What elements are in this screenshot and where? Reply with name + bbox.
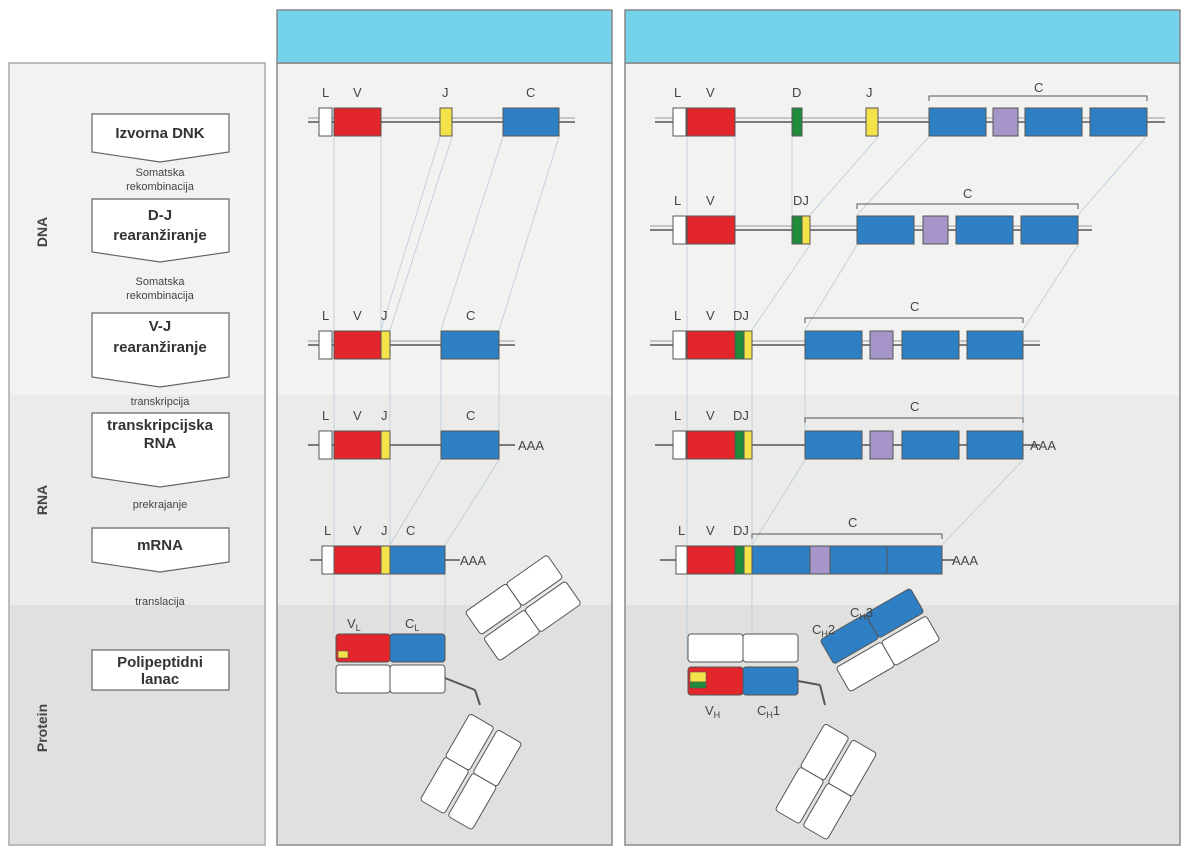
process-label-translation: translacija xyxy=(135,596,185,608)
svg-text:J: J xyxy=(381,523,388,538)
step-box-mrna: mRNA xyxy=(91,527,230,573)
svg-text:L: L xyxy=(674,308,681,323)
svg-text:C: C xyxy=(466,408,475,423)
svg-text:CH3: CH3 xyxy=(850,605,873,622)
svg-text:VH: VH xyxy=(705,703,720,720)
svg-text:J: J xyxy=(442,85,449,100)
step-vj-line1: V-J xyxy=(149,318,172,335)
svg-text:C: C xyxy=(406,523,415,538)
process-label-splicing: prekrajanje xyxy=(133,499,187,511)
light-poly-a-2: AAA xyxy=(460,553,486,568)
light-guide-lines xyxy=(333,136,560,634)
svg-text:C: C xyxy=(466,308,475,323)
svg-text:J: J xyxy=(866,85,873,100)
svg-text:C: C xyxy=(963,186,972,201)
svg-text:DJ: DJ xyxy=(793,193,809,208)
svg-text:C: C xyxy=(910,399,919,414)
step-box-polypeptide: Polipeptidni lanac xyxy=(91,649,230,691)
step-box-dj-rearrangement: D-J rearanžiranje xyxy=(91,198,230,263)
light-row-vj: L V J C xyxy=(308,308,515,360)
svg-text:rekombinacija: rekombinacija xyxy=(126,290,195,302)
process-label-recombination-1: Somatska rekombinacija xyxy=(126,167,195,193)
process-label-transcription: transkripcija xyxy=(131,396,191,408)
svg-text:J: J xyxy=(381,308,388,323)
step-dj-line1: D-J xyxy=(148,207,172,224)
svg-text:V: V xyxy=(706,193,715,208)
svg-text:Somatska: Somatska xyxy=(136,276,186,288)
section-label-protein: Protein xyxy=(34,704,50,752)
svg-text:CH1: CH1 xyxy=(757,703,780,720)
step-poly-line2: lanac xyxy=(141,671,179,688)
light-chain-protein: VL CL xyxy=(335,555,581,830)
svg-text:V: V xyxy=(353,523,362,538)
svg-text:V: V xyxy=(353,308,362,323)
svg-text:L: L xyxy=(324,523,331,538)
heavy-poly-a-2: AAA xyxy=(952,553,978,568)
svg-text:VL: VL xyxy=(347,616,361,633)
step-box-izvorna-dnk: Izvorna DNK xyxy=(91,113,230,163)
heavy-row-mrna: L V DJ C AAA xyxy=(660,515,978,575)
svg-text:mRNA: mRNA xyxy=(137,537,183,554)
svg-text:V: V xyxy=(353,85,362,100)
svg-text:C: C xyxy=(1034,80,1043,95)
svg-text:C: C xyxy=(910,299,919,314)
section-label-dna: DNA xyxy=(34,217,50,247)
step-vj-line2: rearanžiranje xyxy=(113,339,206,356)
svg-text:L: L xyxy=(674,408,681,423)
heavy-row-germline: L V D J C xyxy=(655,80,1165,137)
heavy-chain-protein: VH CH1 CH2 CH3 xyxy=(687,588,940,840)
svg-text:L: L xyxy=(674,193,681,208)
svg-text:rekombinacija: rekombinacija xyxy=(126,181,195,193)
svg-text:V: V xyxy=(706,523,715,538)
svg-text:C: C xyxy=(526,85,535,100)
svg-text:V: V xyxy=(353,408,362,423)
svg-text:J: J xyxy=(381,408,388,423)
svg-text:CH2: CH2 xyxy=(812,622,835,639)
heavy-row-vdj: L V DJ C xyxy=(650,299,1040,360)
heavy-row-dj: L V DJ C xyxy=(650,186,1092,245)
step-trna-line1: transkripcijska xyxy=(107,417,214,434)
process-label-recombination-2: Somatska rekombinacija xyxy=(126,276,195,302)
heavy-row-primary-rna: L V DJ C AAA xyxy=(655,399,1056,460)
step-poly-line1: Polipeptidni xyxy=(117,654,203,671)
light-row-mrna: L V J C AAA xyxy=(310,523,486,575)
svg-text:D: D xyxy=(792,85,801,100)
light-poly-a-1: AAA xyxy=(518,438,544,453)
svg-text:L: L xyxy=(322,85,329,100)
svg-text:V: V xyxy=(706,308,715,323)
step-box-vj-rearrangement: V-J rearanžiranje xyxy=(91,312,230,388)
light-row-germline: L V J C xyxy=(308,85,575,137)
svg-text:C: C xyxy=(848,515,857,530)
svg-text:V: V xyxy=(706,408,715,423)
svg-text:L: L xyxy=(322,308,329,323)
svg-text:CL: CL xyxy=(405,616,419,633)
step-box-transcription-rna: transkripcijska RNA xyxy=(91,412,230,488)
step-trna-line2: RNA xyxy=(144,435,177,452)
svg-text:L: L xyxy=(322,408,329,423)
heavy-chain-header xyxy=(624,9,1181,64)
svg-text:Izvorna DNK: Izvorna DNK xyxy=(115,125,204,142)
svg-text:DJ: DJ xyxy=(733,523,749,538)
step-dj-line2: rearanžiranje xyxy=(113,227,206,244)
section-label-rna: RNA xyxy=(34,485,50,515)
svg-text:L: L xyxy=(674,85,681,100)
light-row-primary-rna: L V J C AAA xyxy=(308,408,544,460)
light-chain-header xyxy=(276,9,613,64)
svg-text:DJ: DJ xyxy=(733,308,749,323)
svg-text:V: V xyxy=(706,85,715,100)
heavy-poly-a-1: AAA xyxy=(1030,438,1056,453)
svg-text:DJ: DJ xyxy=(733,408,749,423)
svg-text:L: L xyxy=(678,523,685,538)
svg-text:Somatska: Somatska xyxy=(136,167,186,179)
